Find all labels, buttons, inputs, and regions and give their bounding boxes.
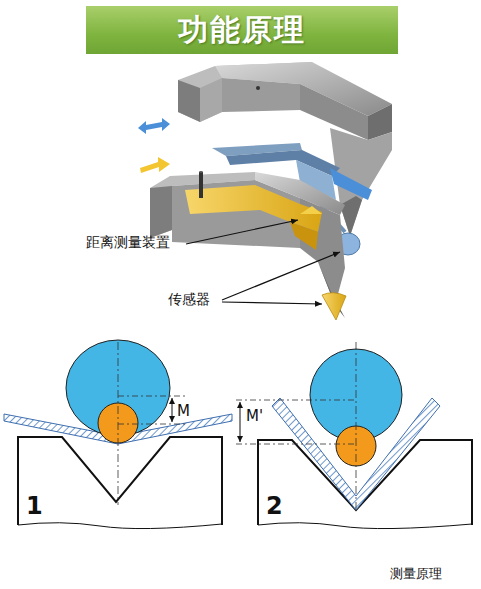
callout-number: 2 [266,492,283,521]
measurement-diagram-1 [4,340,232,529]
upper-tool [178,62,392,236]
part-label: 传感器 [168,291,210,308]
dimension-label: M' [246,407,263,425]
lower-tool [150,171,346,320]
caption: 测量原理 [390,566,442,582]
measurement-diagram-2 [236,342,472,529]
title-banner: 功能原理 [86,6,398,54]
dimension-label: M [177,402,190,420]
motion-arrows [138,118,170,173]
callout-number: 1 [26,492,43,521]
part-label: 距离测量装置 [86,234,170,251]
title: 功能原理 [178,12,306,48]
